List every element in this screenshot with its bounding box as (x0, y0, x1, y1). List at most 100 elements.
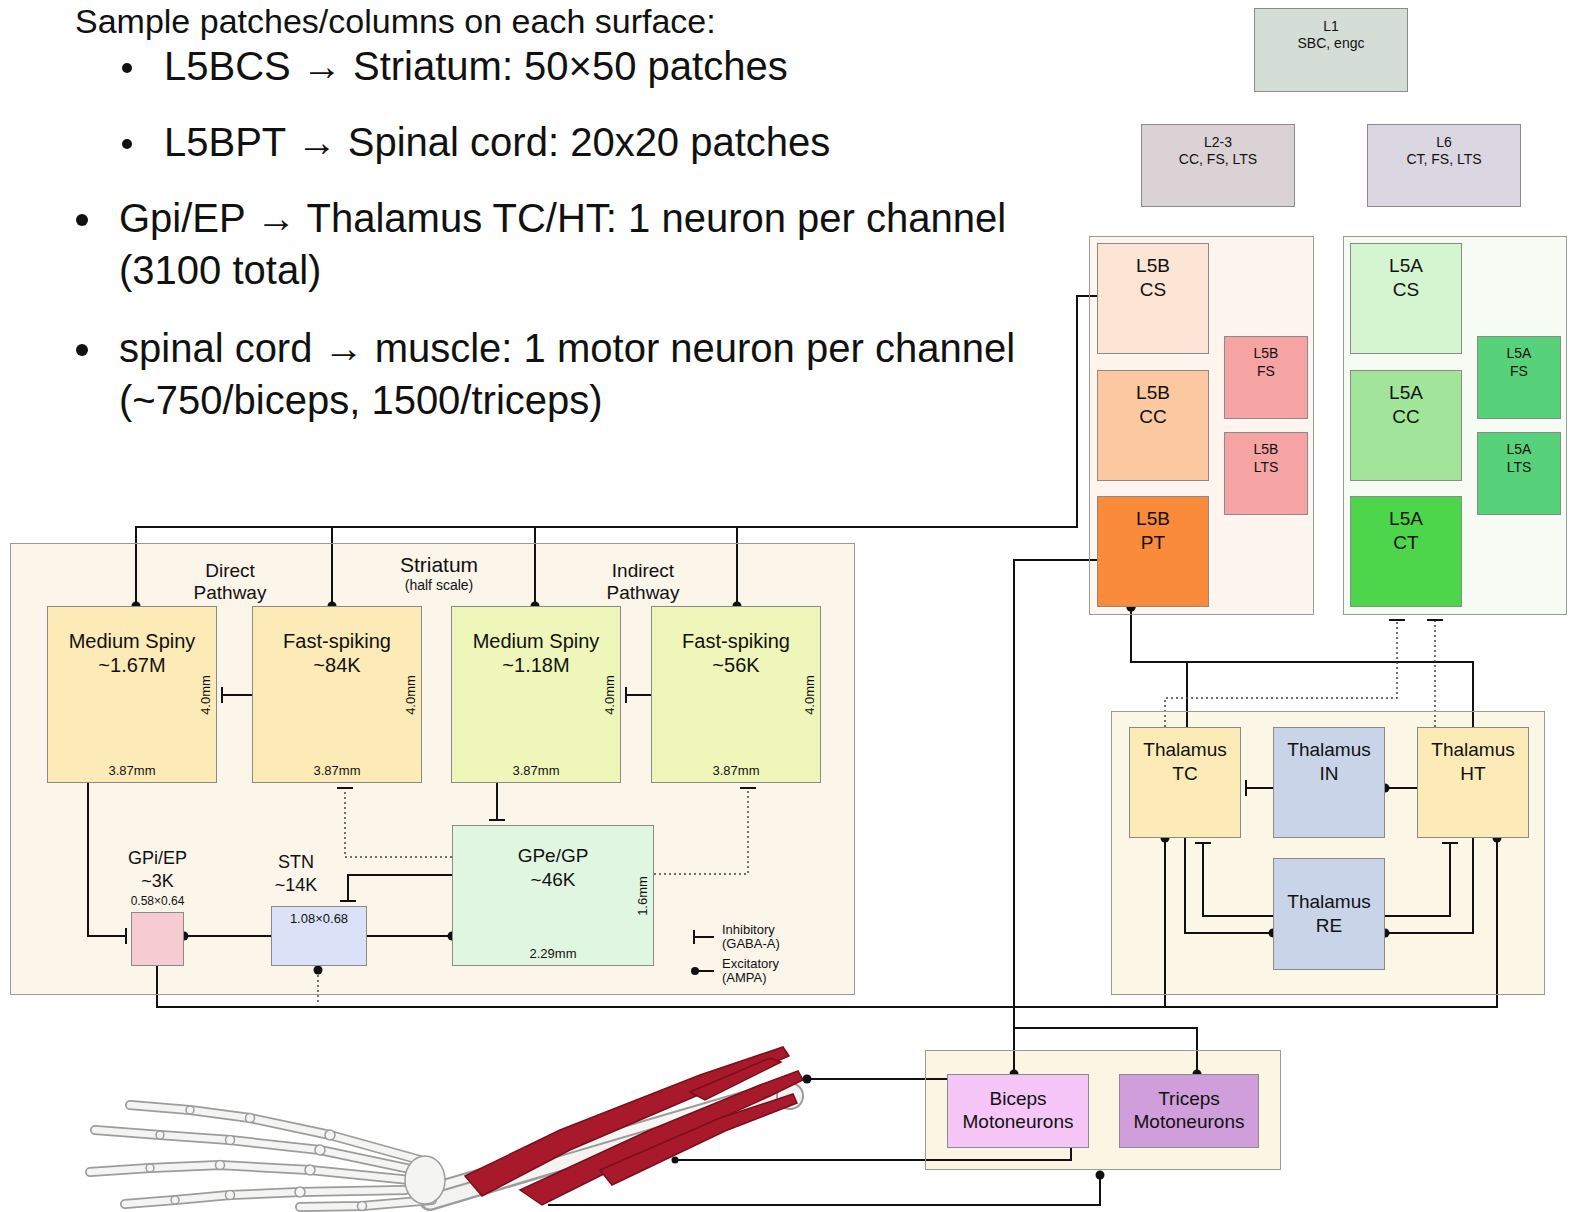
excitatory-dot (1493, 834, 1502, 843)
projection-line (626, 694, 651, 696)
dotted-projection (345, 788, 452, 857)
wire-dot (314, 966, 323, 975)
connector (1014, 560, 1202, 1079)
projection-line (184, 935, 271, 937)
bullet-dot (76, 214, 88, 226)
node-label: CC, FS, LTS (1179, 151, 1257, 168)
node-label: Thalamus HT (1425, 738, 1521, 786)
legend-sample (690, 928, 722, 946)
interneuron-box: L5B FS (1224, 336, 1308, 419)
wire-dot (803, 1075, 812, 1084)
connector (531, 296, 1098, 611)
inhibitory-bar (1442, 842, 1458, 844)
wire (807, 1078, 947, 1080)
legend-text: Excitatory (AMPA) (722, 957, 807, 986)
wire (548, 1175, 1100, 1205)
dimension-label: 4.0mm (603, 675, 616, 715)
muscle (690, 1058, 781, 1100)
region-subtitle: (half scale) (359, 577, 519, 594)
inhibitory-bar (740, 787, 756, 789)
inhibitory-bar (625, 687, 627, 703)
thalamus-box: Thalamus RE (1273, 858, 1385, 970)
striatal-population-box: Fast-spiking ~84K4.0mm3.87mm (252, 606, 422, 783)
region-title: Striatum (359, 552, 519, 578)
node-label: L5B FS (1246, 345, 1286, 380)
inhibitory-bar (1389, 619, 1405, 621)
projection-line (1385, 843, 1450, 916)
node-label: Thalamus IN (1281, 738, 1377, 786)
dotted-projection (654, 788, 748, 874)
connector (1246, 780, 1273, 796)
thalamus-box: Thalamus IN (1273, 727, 1385, 838)
legend-item: Inhibitory (GABA-A) (690, 923, 807, 952)
node-label: Fast-spiking ~84K (267, 629, 407, 677)
legend-item: Excitatory (AMPA) (690, 957, 807, 986)
node-label: L5A LTS (1499, 441, 1539, 476)
thalamus-box: Thalamus HT (1417, 727, 1529, 838)
projection-line (1131, 607, 1187, 727)
nucleus-heading: GPi/EP ~3K (113, 847, 203, 892)
dimension-label: 0.58×0.64 (113, 894, 203, 909)
layer-box: L6CT, FS, LTS (1367, 124, 1521, 207)
motoneuron-panel: Biceps Motoneurons Triceps Motoneurons (925, 1050, 1281, 1170)
cell-group-box: L5B CS (1097, 243, 1209, 354)
connector (132, 296, 1098, 611)
excitatory-dot (1381, 784, 1390, 793)
pathway-label: Indirect Pathway (598, 560, 688, 604)
connector (1195, 843, 1273, 916)
striatal-population-box: Fast-spiking ~56K4.0mm3.87mm (651, 606, 821, 783)
inhibitory-bar (221, 687, 223, 703)
thalamus-box: Thalamus TC (1129, 727, 1241, 838)
legend-sample (690, 962, 722, 980)
panel-fill (1089, 236, 1314, 615)
projection-line (222, 694, 252, 696)
dotted-projection (1165, 620, 1397, 727)
bullet-dot (122, 139, 132, 149)
connector (1185, 838, 1278, 938)
thalamus-panel: Thalamus TC Thalamus IN Thalamus HT Thalamu… (1111, 711, 1545, 995)
static-wires (314, 966, 1105, 1206)
node-label: L5A CT (1381, 507, 1431, 555)
motoneuron-box: Biceps Motoneurons (947, 1074, 1089, 1148)
muscle (600, 1094, 797, 1185)
layer-box: L2-3CC, FS, LTS (1141, 124, 1295, 207)
excitatory-dot (1127, 603, 1136, 612)
bullet-text: spinal cord → muscle: 1 motor neuron per… (119, 322, 1029, 426)
connector (489, 783, 505, 820)
connector (1127, 603, 1188, 728)
muscle (520, 1071, 803, 1205)
bullet-text: L5BCS → Striatum: 50×50 patches (164, 40, 1024, 92)
projection-line (1185, 838, 1273, 933)
projection-line (1385, 787, 1417, 789)
dimension-label: 4.0mm (404, 675, 417, 715)
connector (88, 783, 126, 944)
projection-line (136, 296, 1097, 606)
projection-line (367, 935, 452, 937)
motoneuron-box: Triceps Motoneurons (1119, 1074, 1259, 1148)
projection-line (1385, 838, 1473, 933)
wire-dot (672, 1157, 679, 1164)
excitatory-dot (180, 932, 189, 941)
node-label: L5A FS (1499, 345, 1539, 380)
connector (157, 834, 1170, 1008)
cortical-panel: L5A CSL5A FSL5A CCL5A LTSL5A CT (1343, 236, 1567, 615)
projection-line (88, 783, 126, 936)
excitatory-dot (1010, 1070, 1019, 1079)
connector (1381, 784, 1418, 793)
excitatory-dot (1269, 929, 1278, 938)
connector (733, 296, 1098, 611)
connector (626, 687, 651, 703)
excitatory-dot (531, 602, 540, 611)
dimension-label: 1.6mm (636, 876, 649, 916)
projection-line (535, 296, 1097, 606)
panel-fill (1111, 711, 1545, 995)
node-label: Thalamus RE (1281, 890, 1377, 938)
projection-line (1014, 560, 1097, 1074)
projection-line (157, 838, 1497, 1007)
inhibitory-bar (337, 787, 353, 789)
node-label: CT, FS, LTS (1406, 151, 1481, 168)
wire (317, 970, 319, 1002)
connector (328, 296, 1098, 611)
wire-dot (1096, 1171, 1105, 1180)
